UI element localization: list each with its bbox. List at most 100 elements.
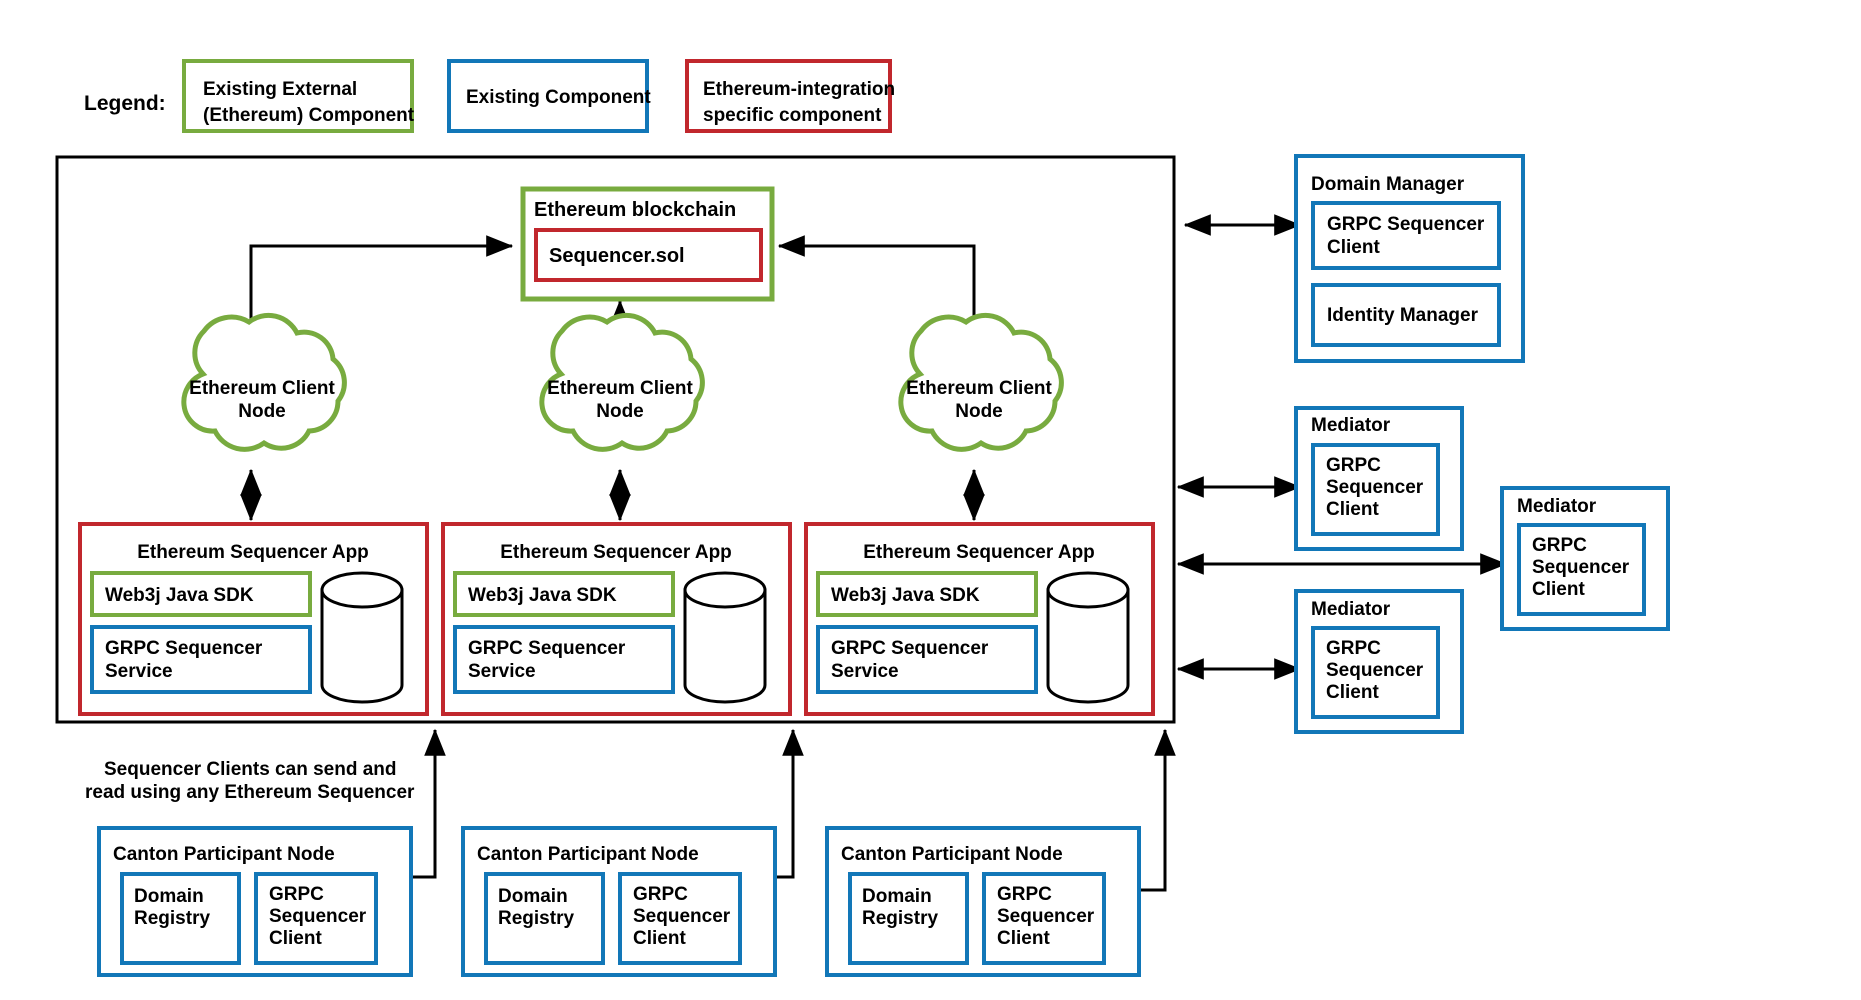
grpc-sequencer-client-label-line-2: Sequencer	[1532, 557, 1630, 578]
legend-item-label-line-1: Existing Component	[466, 87, 651, 108]
grpc-sequencer-client-label-line-1: GRPC	[269, 884, 324, 905]
grpc-sequencer-service-label-line-2: Service	[831, 661, 899, 682]
ethereum-client-node-label-line-2: Node	[955, 401, 1003, 422]
domain-registry-label-line-2: Registry	[134, 908, 210, 929]
domain-manager-title: Domain Manager	[1311, 174, 1465, 195]
grpc-sequencer-client-box	[254, 872, 378, 965]
note-line-2: read using any Ethereum Sequencer	[85, 782, 415, 803]
grpc-sequencer-service-box	[90, 625, 312, 694]
legend-item-label-line-1: Existing External	[203, 79, 357, 100]
database-cylinder	[1046, 571, 1130, 704]
grpc-sequencer-client-box	[1311, 626, 1440, 719]
mediator-title: Mediator	[1311, 415, 1391, 436]
ethereum-blockchain-title: Ethereum blockchain	[534, 199, 736, 221]
grpc-sequencer-client-box	[618, 872, 742, 965]
grpc-sequencer-client-label-line-2: Sequencer	[997, 906, 1095, 927]
sequencer-sol-box	[534, 228, 763, 282]
grpc-sequencer-service-label-line-1: GRPC Sequencer	[831, 638, 989, 659]
domain-registry-label-line-1: Domain	[134, 886, 204, 907]
note-line-1: Sequencer Clients can send and	[104, 759, 396, 780]
ethereum-client-node-2: Ethereum Client Node	[539, 312, 705, 452]
database-cylinder	[320, 571, 404, 704]
grpc-sequencer-client-box	[1311, 443, 1440, 536]
grpc-sequencer-client-label-line-3: Client	[269, 928, 322, 949]
web3j-java-sdk-box	[90, 571, 312, 617]
sequencer-app-title: Ethereum Sequencer App	[863, 542, 1095, 563]
web3j-java-sdk-label: Web3j Java SDK	[105, 585, 254, 606]
grpc-sequencer-client-label-line-1: GRPC	[997, 884, 1052, 905]
mediator-box-1: Mediator GRPC Sequencer Client	[1294, 406, 1464, 551]
legend-item-label-line-2: specific component	[703, 105, 882, 126]
grpc-sequencer-client-label-line-3: Client	[997, 928, 1050, 949]
legend-item-existing-component: Existing Component	[447, 59, 651, 133]
identity-manager-label: Identity Manager	[1327, 305, 1479, 326]
grpc-sequencer-client-label-line-1: GRPC	[1326, 638, 1381, 659]
web3j-java-sdk-label: Web3j Java SDK	[831, 585, 980, 606]
domain-registry-label-line-2: Registry	[498, 908, 574, 929]
participant-title: Canton Participant Node	[477, 844, 699, 865]
sequencer-sol-label: Sequencer.sol	[549, 245, 685, 267]
grpc-sequencer-client-box	[1517, 523, 1646, 616]
grpc-sequencer-client-label-line-1: GRPC	[1532, 535, 1587, 556]
database-cylinder	[683, 571, 767, 704]
ethereum-client-node-1: Ethereum Client Node	[181, 312, 347, 452]
legend-item-label-line-1: Ethereum-integration	[703, 79, 895, 100]
identity-manager-box	[1311, 283, 1501, 347]
sequencer-app-title: Ethereum Sequencer App	[137, 542, 369, 563]
domain-registry-label-line-1: Domain	[862, 886, 932, 907]
grpc-sequencer-client-label-line-2: Sequencer	[633, 906, 731, 927]
grpc-sequencer-client-label-line-2: Client	[1327, 237, 1380, 258]
grpc-sequencer-client-label-line-1: GRPC	[633, 884, 688, 905]
grpc-sequencer-client-label-line-1: GRPC Sequencer	[1327, 214, 1485, 235]
ethereum-sequencer-app-2: Ethereum Sequencer App Web3j Java SDK GR…	[441, 522, 792, 716]
grpc-sequencer-service-box	[453, 625, 675, 694]
grpc-sequencer-client-box	[982, 872, 1106, 965]
ethereum-blockchain-box: Ethereum blockchain Sequencer.sol	[520, 186, 775, 302]
grpc-sequencer-service-label-line-1: GRPC Sequencer	[105, 638, 263, 659]
mediator-box-3: Mediator GRPC Sequencer Client	[1294, 589, 1464, 734]
grpc-sequencer-service-label-line-2: Service	[468, 661, 536, 682]
ethereum-client-node-label-line-1: Ethereum Client	[906, 378, 1052, 399]
grpc-sequencer-client-label-line-1: GRPC	[1326, 455, 1381, 476]
mediator-title: Mediator	[1517, 496, 1597, 517]
participant-title: Canton Participant Node	[113, 844, 335, 865]
web3j-java-sdk-box	[816, 571, 1038, 617]
legend-item-ethereum-integration-specific-component: Ethereum-integration specific component	[685, 59, 895, 133]
grpc-sequencer-service-label-line-2: Service	[105, 661, 173, 682]
grpc-sequencer-client-label-line-3: Client	[1326, 682, 1379, 703]
ethereum-client-node-label-line-2: Node	[596, 401, 644, 422]
mediator-title: Mediator	[1311, 599, 1391, 620]
ethereum-client-node-3: Ethereum Client Node	[898, 312, 1064, 452]
ethereum-sequencer-app-1: Ethereum Sequencer App Web3j Java SDK GR…	[78, 522, 429, 716]
grpc-sequencer-service-box	[816, 625, 1038, 694]
sequencer-app-title: Ethereum Sequencer App	[500, 542, 732, 563]
mediator-box-2: Mediator GRPC Sequencer Client	[1500, 486, 1670, 631]
domain-registry-box	[848, 872, 969, 965]
legend-item-existing-external-ethereum-component: Existing External (Ethereum) Component	[182, 59, 415, 133]
grpc-sequencer-client-label-line-2: Sequencer	[1326, 477, 1424, 498]
ethereum-client-node-label-line-1: Ethereum Client	[189, 378, 335, 399]
grpc-sequencer-client-label-line-3: Client	[633, 928, 686, 949]
domain-manager-box: Domain Manager GRPC Sequencer Client Ide…	[1294, 154, 1525, 363]
canton-participant-node-2: Canton Participant Node Domain Registry …	[461, 826, 777, 977]
grpc-sequencer-client-label-line-3: Client	[1532, 579, 1585, 600]
ethereum-client-node-label-line-1: Ethereum Client	[547, 378, 693, 399]
web3j-java-sdk-box	[453, 571, 675, 617]
domain-registry-label-line-2: Registry	[862, 908, 938, 929]
participant-title: Canton Participant Node	[841, 844, 1063, 865]
legend-label: Legend:	[84, 92, 166, 115]
domain-registry-label-line-1: Domain	[498, 886, 568, 907]
grpc-sequencer-client-label-line-3: Client	[1326, 499, 1379, 520]
grpc-sequencer-service-label-line-1: GRPC Sequencer	[468, 638, 626, 659]
grpc-sequencer-client-box	[1311, 201, 1501, 270]
grpc-sequencer-client-label-line-2: Sequencer	[1326, 660, 1424, 681]
web3j-java-sdk-label: Web3j Java SDK	[468, 585, 617, 606]
legend-item-label-line-2: (Ethereum) Component	[203, 105, 415, 126]
ethereum-client-node-label-line-2: Node	[238, 401, 286, 422]
ethereum-sequencer-app-3: Ethereum Sequencer App Web3j Java SDK GR…	[804, 522, 1155, 716]
domain-registry-box	[120, 872, 241, 965]
canton-participant-node-3: Canton Participant Node Domain Registry …	[825, 826, 1141, 977]
domain-registry-box	[484, 872, 605, 965]
grpc-sequencer-client-label-line-2: Sequencer	[269, 906, 367, 927]
